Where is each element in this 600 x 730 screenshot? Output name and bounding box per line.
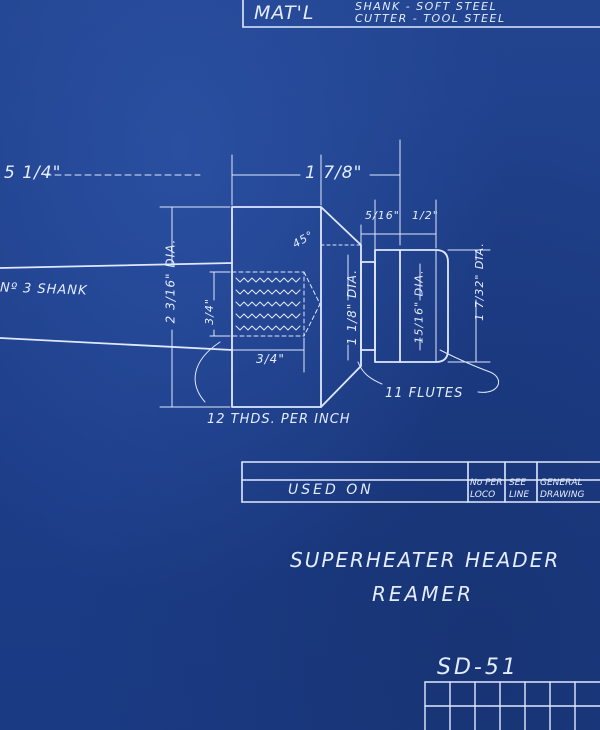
bore-diameter-dimension: 1 1/8" DIA. [345,268,360,346]
material-label: MAT'L [254,2,315,24]
thread-diameter-dimension: 3/4" [202,298,216,325]
drawing-title-line-2: REAMER [372,582,475,606]
material-box [242,0,600,28]
drawing-number: SD-51 [437,655,519,680]
body-diameter-dimension: 2 3/16" DIA. [163,238,178,324]
flutes-note: 11 FLUTES [385,386,464,401]
title-block-grid [424,681,600,730]
material-line-2: CUTTER - TOOL STEEL [355,12,506,25]
general-drawing-line-1: GENERAL [540,478,583,488]
neck-diameter-dimension: 15/16" DIA. [412,269,426,344]
head-length-dimension: 1 7/8" [305,163,363,183]
threads-note: 12 THDS. PER INCH [207,412,351,427]
tip-diameter-dimension: 1 7/32" DIA. [472,242,486,321]
used-on-table [241,461,600,503]
flute-length-b-dimension: 1/2" [412,209,439,222]
drawing-title-line-1: SUPERHEATER HEADER [290,548,561,572]
thread-section [231,271,321,337]
flute-length-a-dimension: 5/16" [365,209,400,222]
material-line-1: SHANK - SOFT STEEL [355,0,498,13]
shank-note: Nº 3 SHANK [0,280,88,299]
see-line-line-2: LINE [509,490,530,500]
thread-length-dimension: 3/4" [256,352,285,366]
dimension-lines [44,139,500,408]
see-line-line-1: SEE [509,478,527,488]
general-drawing-line-2: DRAWING [540,490,585,500]
per-loco-line-2: LOCO [470,490,496,500]
overall-length-dimension: 5 1/4" [4,163,62,183]
used-on-label: USED ON [288,482,374,498]
reamer-head-outline [231,206,449,408]
shank-outline [0,262,233,351]
per-loco-line-1: No PER [470,478,503,488]
